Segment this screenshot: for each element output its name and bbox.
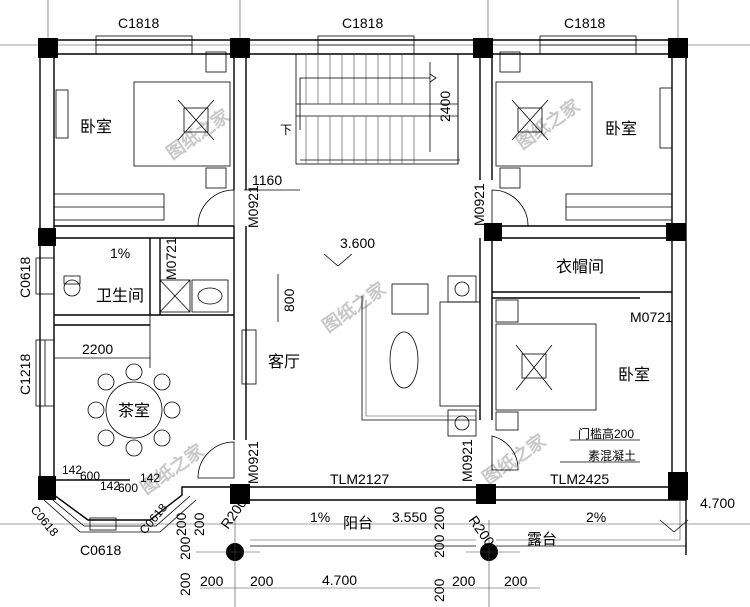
level-label: 3.600 bbox=[340, 235, 375, 251]
watermark: 图纸之家 bbox=[478, 429, 550, 488]
dimension-label: 2200 bbox=[82, 341, 113, 357]
dimension-label: 200 bbox=[177, 572, 193, 596]
dimension-marks bbox=[54, 62, 689, 533]
living-furniture bbox=[361, 275, 481, 437]
window-label: C0618 bbox=[17, 257, 33, 298]
slope-label: 1% bbox=[310, 509, 330, 525]
door-label: TLM2127 bbox=[330, 471, 389, 487]
columns bbox=[38, 38, 688, 561]
staircase bbox=[295, 53, 460, 165]
column bbox=[668, 38, 688, 58]
door-label: M0921 bbox=[471, 183, 487, 226]
room-label: 卧室 bbox=[605, 120, 637, 138]
dimension-label: 200 bbox=[431, 506, 447, 530]
dimension-label: 600 bbox=[80, 469, 100, 483]
dimension-labels: 2400 1160 800 2200 142 600 142 600 142 R… bbox=[62, 91, 528, 602]
room-label: 露台 bbox=[527, 531, 557, 548]
note-label: 门槛高200 bbox=[578, 426, 634, 441]
note-label: 素混凝土 bbox=[588, 448, 636, 463]
room-label: 阳台 bbox=[343, 515, 373, 532]
dimension-label: 200 bbox=[431, 578, 447, 602]
window-label: C1818 bbox=[118, 15, 159, 31]
window bbox=[35, 257, 55, 295]
slope-label: 1% bbox=[110, 245, 130, 261]
door-label: M0921 bbox=[245, 185, 261, 228]
column bbox=[230, 38, 250, 58]
room-label: 卧室 bbox=[80, 118, 112, 136]
tea-table bbox=[87, 363, 181, 457]
dimension-label: 200 bbox=[431, 534, 447, 558]
column bbox=[476, 484, 496, 504]
room-label: 客厅 bbox=[268, 353, 300, 371]
bathroom-fixtures bbox=[63, 275, 229, 313]
dimension-label: 600 bbox=[118, 481, 138, 495]
dimension-label: R200 bbox=[466, 513, 498, 550]
column bbox=[473, 38, 493, 58]
room-label: 卫生间 bbox=[96, 287, 144, 305]
dimension-label: 200 bbox=[504, 573, 528, 589]
watermark: 图纸之家 bbox=[318, 277, 390, 336]
window-label: C0618 bbox=[28, 503, 62, 539]
dimension-label: 200 bbox=[250, 573, 274, 589]
stair-direction: 下 bbox=[280, 123, 292, 137]
bay-window bbox=[43, 480, 240, 533]
column bbox=[666, 223, 686, 241]
door-label: M0721 bbox=[163, 237, 179, 280]
door-label: M0921 bbox=[245, 441, 261, 484]
column bbox=[668, 472, 688, 500]
column bbox=[38, 476, 56, 500]
window-label: C0618 bbox=[80, 542, 121, 558]
wardrobes bbox=[53, 87, 673, 385]
window-label: C0618 bbox=[137, 501, 171, 537]
dimension-label: 200 bbox=[200, 573, 224, 589]
room-labels: 卧室 卧室 卧室 衣帽间 卫生间 茶室 客厅 阳台 露台 下 bbox=[80, 118, 650, 548]
dimension-label: 200 bbox=[173, 512, 189, 536]
window-label: C1218 bbox=[17, 354, 33, 395]
door-label: M0921 bbox=[459, 439, 475, 482]
dimension-label: 142 bbox=[140, 471, 160, 485]
room-label: 茶室 bbox=[118, 402, 150, 420]
windows bbox=[35, 35, 637, 407]
bed-top-left bbox=[133, 51, 231, 189]
watermark: 图纸之家 bbox=[162, 104, 234, 163]
door-label: M0721 bbox=[630, 309, 673, 325]
window-label: C1818 bbox=[564, 15, 605, 31]
watermark: 图纸之家 bbox=[136, 439, 208, 498]
doors bbox=[149, 189, 529, 479]
dimension-label: 200 bbox=[177, 536, 193, 560]
dimension-label: 142 bbox=[62, 463, 82, 477]
bed-right bbox=[495, 299, 597, 431]
watermarks: 图纸之家 图纸之家 图纸之家 图纸之家 图纸之家 bbox=[136, 94, 584, 498]
column bbox=[230, 484, 250, 504]
watermark: 图纸之家 bbox=[512, 94, 584, 153]
room-label: 衣帽间 bbox=[556, 258, 604, 276]
window-labels: C1818 C1818 C1818 C0618 C1218 C0618 C061… bbox=[17, 15, 605, 558]
column bbox=[38, 228, 56, 246]
dimension-label: 200 bbox=[452, 573, 476, 589]
dimension-label: 2400 bbox=[437, 91, 453, 122]
level-label: 4.700 bbox=[700, 495, 735, 511]
window-label: C1818 bbox=[342, 15, 383, 31]
bed-top-right bbox=[495, 51, 593, 189]
dimension-label: 200 bbox=[191, 512, 207, 536]
balcony-outline bbox=[0, 500, 750, 607]
dimension-label: 1160 bbox=[252, 172, 282, 188]
slope-label: 2% bbox=[586, 509, 606, 525]
level-label: 3.550 bbox=[392, 509, 427, 525]
dimension-label: 800 bbox=[281, 288, 297, 312]
dimension-label: 142 bbox=[100, 479, 120, 493]
column bbox=[38, 38, 58, 58]
room-label: 卧室 bbox=[618, 366, 650, 384]
door-labels: M0921 M0921 M0721 M0721 M0921 M0921 TLM2… bbox=[163, 183, 673, 487]
column bbox=[484, 223, 502, 241]
interior-walls bbox=[54, 54, 672, 440]
door-label: TLM2425 bbox=[550, 471, 609, 487]
level-label: 4.700 bbox=[322, 572, 357, 588]
level-marks: 3.600 3.550 4.700 4.700 1% 1% 2% 门槛高200 … bbox=[110, 235, 735, 588]
